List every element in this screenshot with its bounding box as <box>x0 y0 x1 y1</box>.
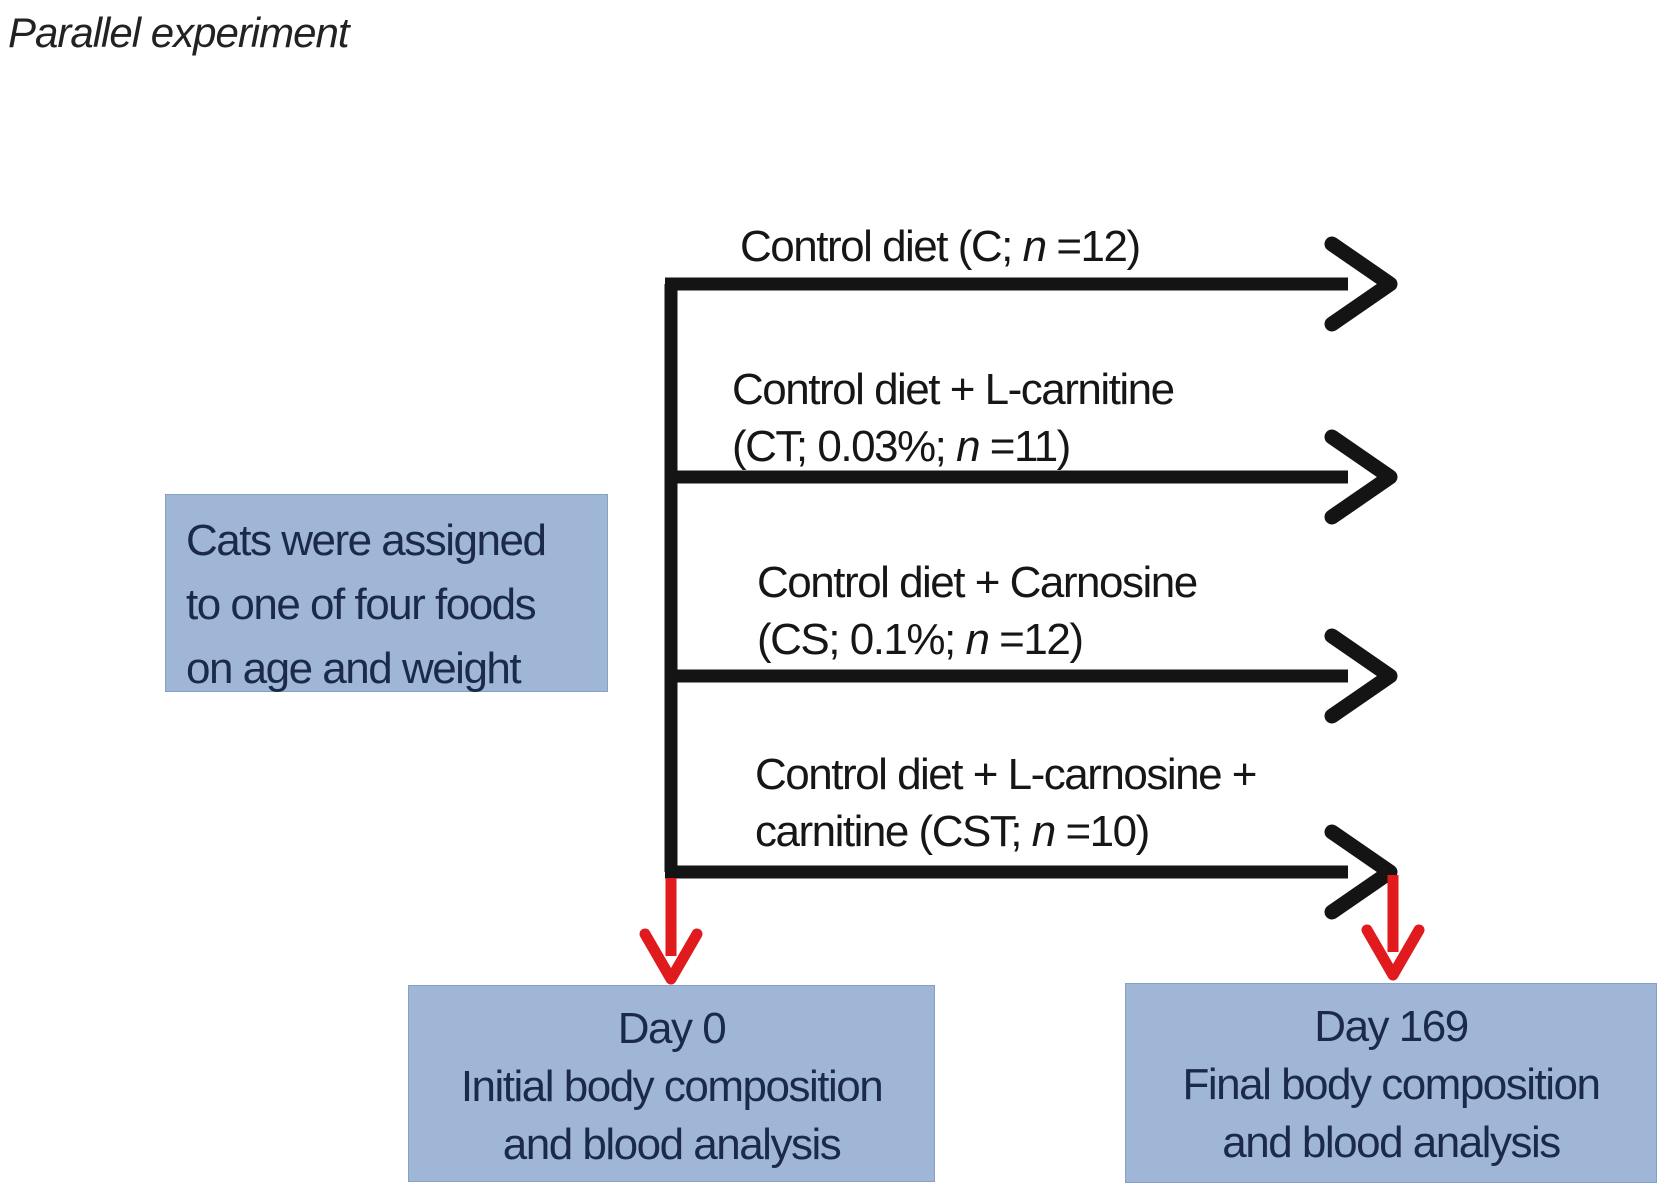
arm-label-line: (CT; 0.03%; n =11) <box>732 422 1071 472</box>
day0-box: Day 0 Initial body composition and blood… <box>408 985 935 1182</box>
arm-arrow-carnitine <box>665 429 1398 525</box>
day0-line: and blood analysis <box>502 1120 842 1170</box>
arm-label-carnosine-carnitine: Control diet + L-carnosine + carnitine (… <box>755 746 1257 860</box>
arrowhead-icon <box>1324 824 1398 920</box>
day0-title: Day 0 <box>617 1004 727 1053</box>
day169-red-arrow-icon <box>1361 875 1425 981</box>
arm-label-line: Control diet (C; n =12) <box>740 222 1141 271</box>
arm-label-line: carnitine (CST; n =10) <box>755 807 1150 857</box>
arrowhead-icon <box>1324 429 1398 525</box>
arm-arrow-carnosine <box>665 628 1398 724</box>
arm-label-carnitine: Control diet + L-carnitine (CT; 0.03%; n… <box>732 361 1175 475</box>
diagram-title: Parallel experiment <box>8 9 350 56</box>
arm-label-carnosine: Control diet + Carnosine (CS; 0.1%; n =1… <box>757 554 1198 668</box>
arm-label-control: Control diet (C; n =12) <box>740 218 1141 275</box>
assignment-box-line: on age and weight <box>186 643 522 693</box>
arm-arrow-carnosine-carnitine <box>665 824 1398 920</box>
arm-label-line: Control diet + Carnosine <box>757 558 1198 607</box>
day0-red-arrow-icon <box>639 878 703 985</box>
arm-arrow-control <box>665 236 1398 332</box>
arrowhead-icon <box>1324 628 1398 724</box>
day169-line: Final body composition <box>1182 1060 1601 1110</box>
assignment-box: Cats were assigned to one of four foods … <box>165 494 608 693</box>
arm-label-line: Control diet + L-carnitine <box>732 365 1175 414</box>
day169-title: Day 169 <box>1314 1002 1469 1051</box>
arm-label-line: Control diet + L-carnosine + <box>755 750 1257 799</box>
day169-box: Day 169 Final body composition and blood… <box>1125 983 1657 1183</box>
day169-line: and blood analysis <box>1222 1118 1561 1168</box>
assignment-box-line: Cats were assigned <box>186 516 547 565</box>
assignment-box-line: to one of four foods <box>186 579 537 629</box>
day0-line: Initial body composition <box>460 1062 884 1112</box>
arrowhead-icon <box>1324 236 1398 332</box>
arm-label-line: (CS; 0.1%; n =12) <box>757 615 1084 665</box>
